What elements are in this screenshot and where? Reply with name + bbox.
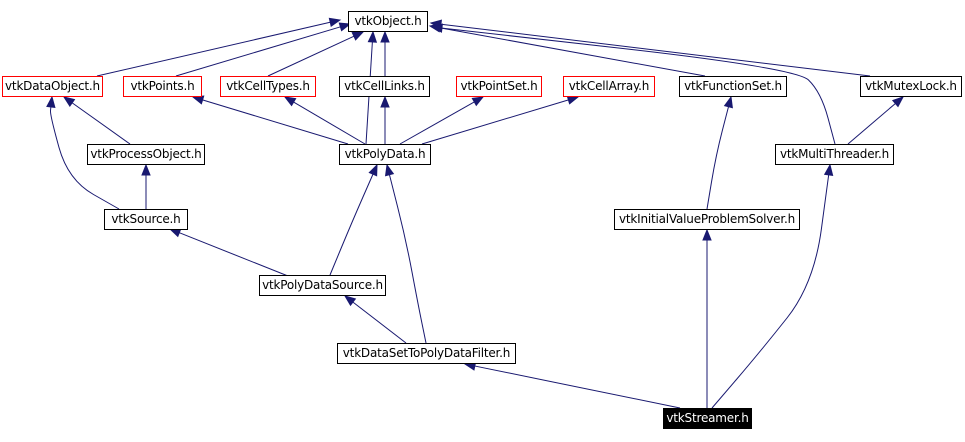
edge-vtkpolydatasource-to-vtksource-line: [178, 231, 299, 281]
edge-vtkmultithreader-to-vtkobject-arrowhead: [430, 23, 443, 33]
node-vtkstreamer: vtkStreamer.h: [663, 408, 752, 429]
node-vtkmutexlock[interactable]: vtkMutexLock.h: [860, 76, 962, 97]
edge-vtkpoints-to-vtkobject-arrowhead: [338, 22, 352, 32]
edge-vtkmultithreader-to-vtkobject-line: [440, 27, 836, 145]
edge-vtkcelltypes-to-vtkobject-line: [267, 35, 356, 77]
edge-vtkpolydata-to-vtkcelltypes: [283, 96, 366, 145]
node-vtkmultithreader[interactable]: vtkMultiThreader.h: [775, 144, 894, 165]
edge-vtkmutexlock-to-vtkobject: [429, 19, 871, 77]
edge-vtkstreamer-to-vtkdatasettopolydatafilter: [463, 361, 681, 409]
node-vtkinitialvalueproblemsolver[interactable]: vtkInitialValueProblemSolver.h: [614, 209, 800, 230]
edge-vtkmultithreader-to-vtkmutexlock-line: [847, 102, 897, 145]
edge-vtkprocessobject-to-vtkdataobject-arrowhead: [62, 96, 76, 107]
node-vtkprocessobject[interactable]: vtkProcessObject.h: [87, 144, 205, 165]
node-vtkpolydatasource[interactable]: vtkPolyDataSource.h: [259, 275, 386, 296]
node-vtkpointset[interactable]: vtkPointSet.h: [456, 76, 542, 97]
edge-vtksource-to-vtkprocessobject: [141, 163, 151, 209]
edge-vtkpolydata-to-vtkcelltypes-arrowhead: [283, 96, 297, 107]
edge-vtkpoints-to-vtkobject-line: [175, 26, 342, 77]
edge-vtkmultithreader-to-vtkmutexlock-arrowhead: [891, 96, 905, 108]
node-vtkfunctionset[interactable]: vtkFunctionSet.h: [679, 76, 787, 97]
edge-vtkcelllinks-to-vtkobject: [380, 30, 390, 76]
edge-vtkpolydatasource-to-vtksource-arrowhead: [168, 228, 182, 238]
edge-vtksource-to-vtkdataobject: [46, 95, 120, 210]
edge-vtkpolydatasource-to-vtkpolydata-line: [329, 173, 374, 276]
edge-vtkdataobject-to-vtkobject-line: [96, 21, 332, 77]
edge-vtksource-to-vtkdataobject-arrowhead: [46, 95, 56, 108]
edge-vtkstreamer-to-vtkmultithreader-arrowhead: [823, 163, 834, 177]
node-vtksource[interactable]: vtkSource.h: [104, 209, 188, 230]
edge-vtkpolydata-to-vtkcellarray: [421, 95, 580, 145]
edge-vtksource-to-vtkdataobject-line: [50, 105, 120, 210]
edge-vtkdataobject-to-vtkobject-arrowhead: [328, 17, 342, 27]
edge-vtkfunctionset-to-vtkobject-line: [438, 27, 706, 77]
node-vtkobject[interactable]: vtkObject.h: [348, 11, 428, 32]
node-vtkpolydata[interactable]: vtkPolyData.h: [339, 144, 431, 165]
edge-vtkpolydata-to-vtkcellarray-line: [421, 99, 570, 145]
edge-vtkpolydata-to-vtkcelllinks: [380, 95, 390, 144]
edge-vtkmultithreader-to-vtkobject: [430, 23, 836, 145]
edge-vtkinitialvalueproblemsolver-to-vtkfunctionset-arrowhead: [723, 95, 733, 109]
edge-vtkdataobject-to-vtkobject: [96, 17, 342, 77]
edge-vtkdatasettopolydatafilter-to-vtkpolydatasource-line: [351, 301, 407, 344]
node-vtkcelltypes[interactable]: vtkCellTypes.h: [220, 76, 316, 97]
edge-vtkpolydatasource-to-vtkpolydata: [329, 163, 378, 276]
edge-vtkstreamer-to-vtkinitialvalueproblemsolver: [702, 228, 712, 408]
node-vtkpoints[interactable]: vtkPoints.h: [123, 76, 202, 97]
edge-vtkinitialvalueproblemsolver-to-vtkfunctionset-line: [706, 105, 730, 210]
edge-vtkpolydata-to-vtkobject-arrowhead: [367, 30, 378, 43]
edge-vtkinitialvalueproblemsolver-to-vtkfunctionset: [706, 95, 733, 210]
edge-vtksource-to-vtkprocessobject-arrowhead: [141, 163, 151, 176]
edge-vtkcelllinks-to-vtkobject-arrowhead: [380, 30, 390, 43]
edge-vtkstreamer-to-vtkmultithreader: [711, 163, 834, 409]
edge-vtkcelltypes-to-vtkobject-arrowhead: [351, 31, 365, 41]
node-vtkdataobject[interactable]: vtkDataObject.h: [2, 76, 103, 97]
edge-vtkpolydata-to-vtkpoints-line: [201, 99, 349, 145]
edge-vtkpolydata-to-vtkpointset-arrowhead: [471, 96, 485, 107]
edge-vtkdatasettopolydatafilter-to-vtkpolydata-line: [388, 173, 427, 344]
edge-vtkdatasettopolydatafilter-to-vtkpolydata: [384, 163, 427, 344]
edge-vtkpolydata-to-vtkpoints: [191, 95, 349, 145]
edge-vtkmultithreader-to-vtkmutexlock: [847, 96, 905, 145]
edge-vtkpolydatasource-to-vtksource: [168, 228, 299, 281]
edge-vtkcelltypes-to-vtkobject: [267, 31, 365, 77]
node-vtkcelllinks[interactable]: vtkCellLinks.h: [339, 76, 430, 97]
node-vtkcellarray[interactable]: vtkCellArray.h: [563, 76, 655, 97]
edge-vtkpoints-to-vtkobject: [175, 22, 352, 77]
edge-vtkprocessobject-to-vtkdataobject: [62, 96, 131, 145]
edge-vtkpolydata-to-vtkcelltypes-line: [292, 101, 366, 145]
edge-vtkstreamer-to-vtkinitialvalueproblemsolver-arrowhead: [702, 228, 712, 241]
edge-vtkpolydata-to-vtkcellarray-arrowhead: [566, 95, 580, 105]
edge-vtkprocessobject-to-vtkdataobject-line: [71, 101, 131, 145]
edge-vtkpolydatasource-to-vtkpolydata-arrowhead: [368, 163, 378, 177]
edge-vtkdatasettopolydatafilter-to-vtkpolydata-arrowhead: [384, 163, 395, 177]
edge-vtkpolydata-to-vtkpointset-line: [399, 100, 476, 145]
edge-vtkdatasettopolydatafilter-to-vtkpolydatasource: [343, 295, 407, 344]
edge-vtkstreamer-to-vtkmultithreader-line: [711, 173, 830, 409]
edge-vtkdatasettopolydatafilter-to-vtkpolydatasource-arrowhead: [343, 295, 357, 307]
node-vtkdatasettopolydatafilter[interactable]: vtkDataSetToPolyDataFilter.h: [337, 343, 516, 364]
edge-vtkmutexlock-to-vtkobject-line: [439, 23, 871, 77]
edge-vtkpolydata-to-vtkpoints-arrowhead: [191, 95, 205, 105]
edge-vtkpolydata-to-vtkcelllinks-arrowhead: [380, 95, 390, 108]
edge-vtkstreamer-to-vtkdatasettopolydatafilter-line: [473, 365, 681, 409]
edge-vtkpolydata-to-vtkpointset: [399, 96, 485, 145]
